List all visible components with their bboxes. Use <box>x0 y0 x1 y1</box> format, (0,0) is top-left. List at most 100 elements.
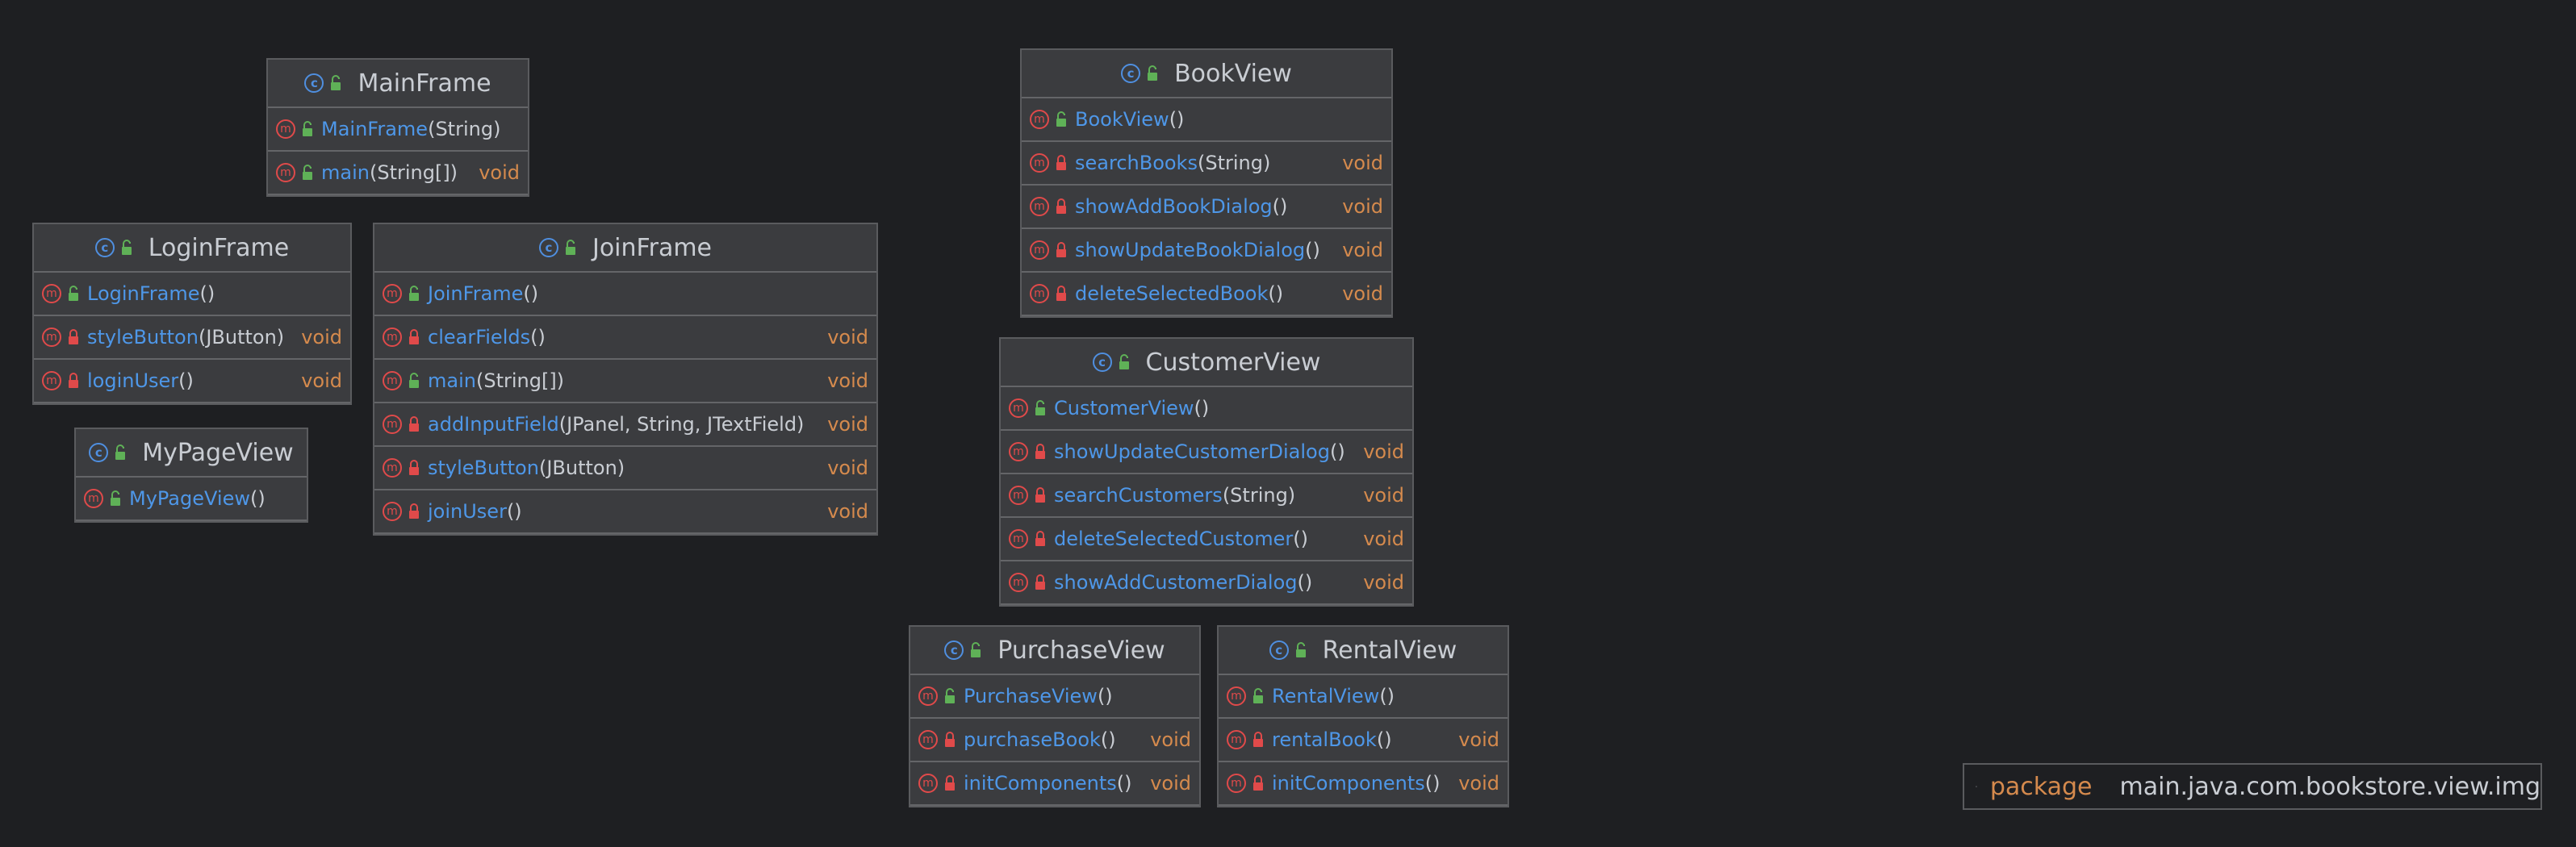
class-icon: c <box>304 73 324 93</box>
method-name: rentalBook <box>1272 728 1377 751</box>
method-name: showAddBookDialog <box>1075 195 1273 218</box>
method-icon: m <box>1030 197 1049 216</box>
return-type: void <box>827 369 868 392</box>
method-icon: m <box>383 415 402 434</box>
method-params: () <box>178 369 194 392</box>
lock-icon <box>1056 286 1066 301</box>
class-header[interactable]: c MainFrame <box>268 60 528 108</box>
method-icon: m <box>383 458 402 478</box>
method-name: MainFrame <box>321 118 429 140</box>
method-icon: m <box>1227 686 1246 706</box>
method-params: () <box>1116 772 1132 795</box>
method-name: loginUser <box>87 369 179 392</box>
lock-icon <box>69 373 78 388</box>
class-name: PurchaseView <box>997 636 1165 665</box>
method-name: PurchaseView <box>964 685 1098 707</box>
class-name: RentalView <box>1322 636 1457 665</box>
method-name: addInputField <box>428 413 559 436</box>
lock-icon <box>1253 732 1263 747</box>
lock-icon <box>1056 242 1066 257</box>
unlock-icon <box>115 444 126 460</box>
method-icon: m <box>918 686 938 706</box>
class-icon: c <box>89 443 109 462</box>
method-params: () <box>199 282 215 305</box>
unlock-icon <box>1056 111 1066 127</box>
method-name: BookView <box>1075 108 1169 131</box>
method-params: () <box>1424 772 1441 795</box>
unlock-icon <box>121 240 132 255</box>
method-name: showUpdateBookDialog <box>1075 239 1306 261</box>
class-icon: c <box>94 238 115 257</box>
method-params: (JButton) <box>538 457 625 479</box>
lock-icon <box>409 460 419 475</box>
method-params: (String) <box>1197 152 1271 174</box>
method-icon: m <box>918 730 938 749</box>
class-name: LoginFrame <box>148 233 290 262</box>
class-name: MainFrame <box>358 69 491 98</box>
method-icon: m <box>276 119 295 139</box>
lock-icon <box>409 329 419 344</box>
method-params: () <box>249 487 266 510</box>
method-params: () <box>1305 239 1320 261</box>
method-name: initComponents <box>1272 772 1425 795</box>
method-name: main <box>321 161 370 184</box>
method-params: () <box>1329 440 1345 463</box>
method-icon: m <box>84 489 103 508</box>
method-params: (JPanel, String, JTextField) <box>558 413 805 436</box>
return-type: void <box>1458 772 1499 795</box>
method-params: () <box>506 500 522 523</box>
constructor-row[interactable]: m addInputField(JPanel, String, JTextFiel… <box>374 403 876 447</box>
method-name: searchBooks <box>1075 152 1198 174</box>
folder-icon <box>1976 786 1977 787</box>
method-icon: m <box>42 371 61 390</box>
unlock-icon <box>409 286 419 301</box>
class-header[interactable]: c LoginFrame <box>34 224 350 273</box>
method-icon: m <box>383 371 402 390</box>
package-label[interactable]: package main.java.com.bookstore.view.img <box>1963 763 2542 810</box>
method-params: (String) <box>1222 484 1296 507</box>
method-params: (JButton) <box>198 326 285 348</box>
method-name: styleButton <box>87 326 199 348</box>
